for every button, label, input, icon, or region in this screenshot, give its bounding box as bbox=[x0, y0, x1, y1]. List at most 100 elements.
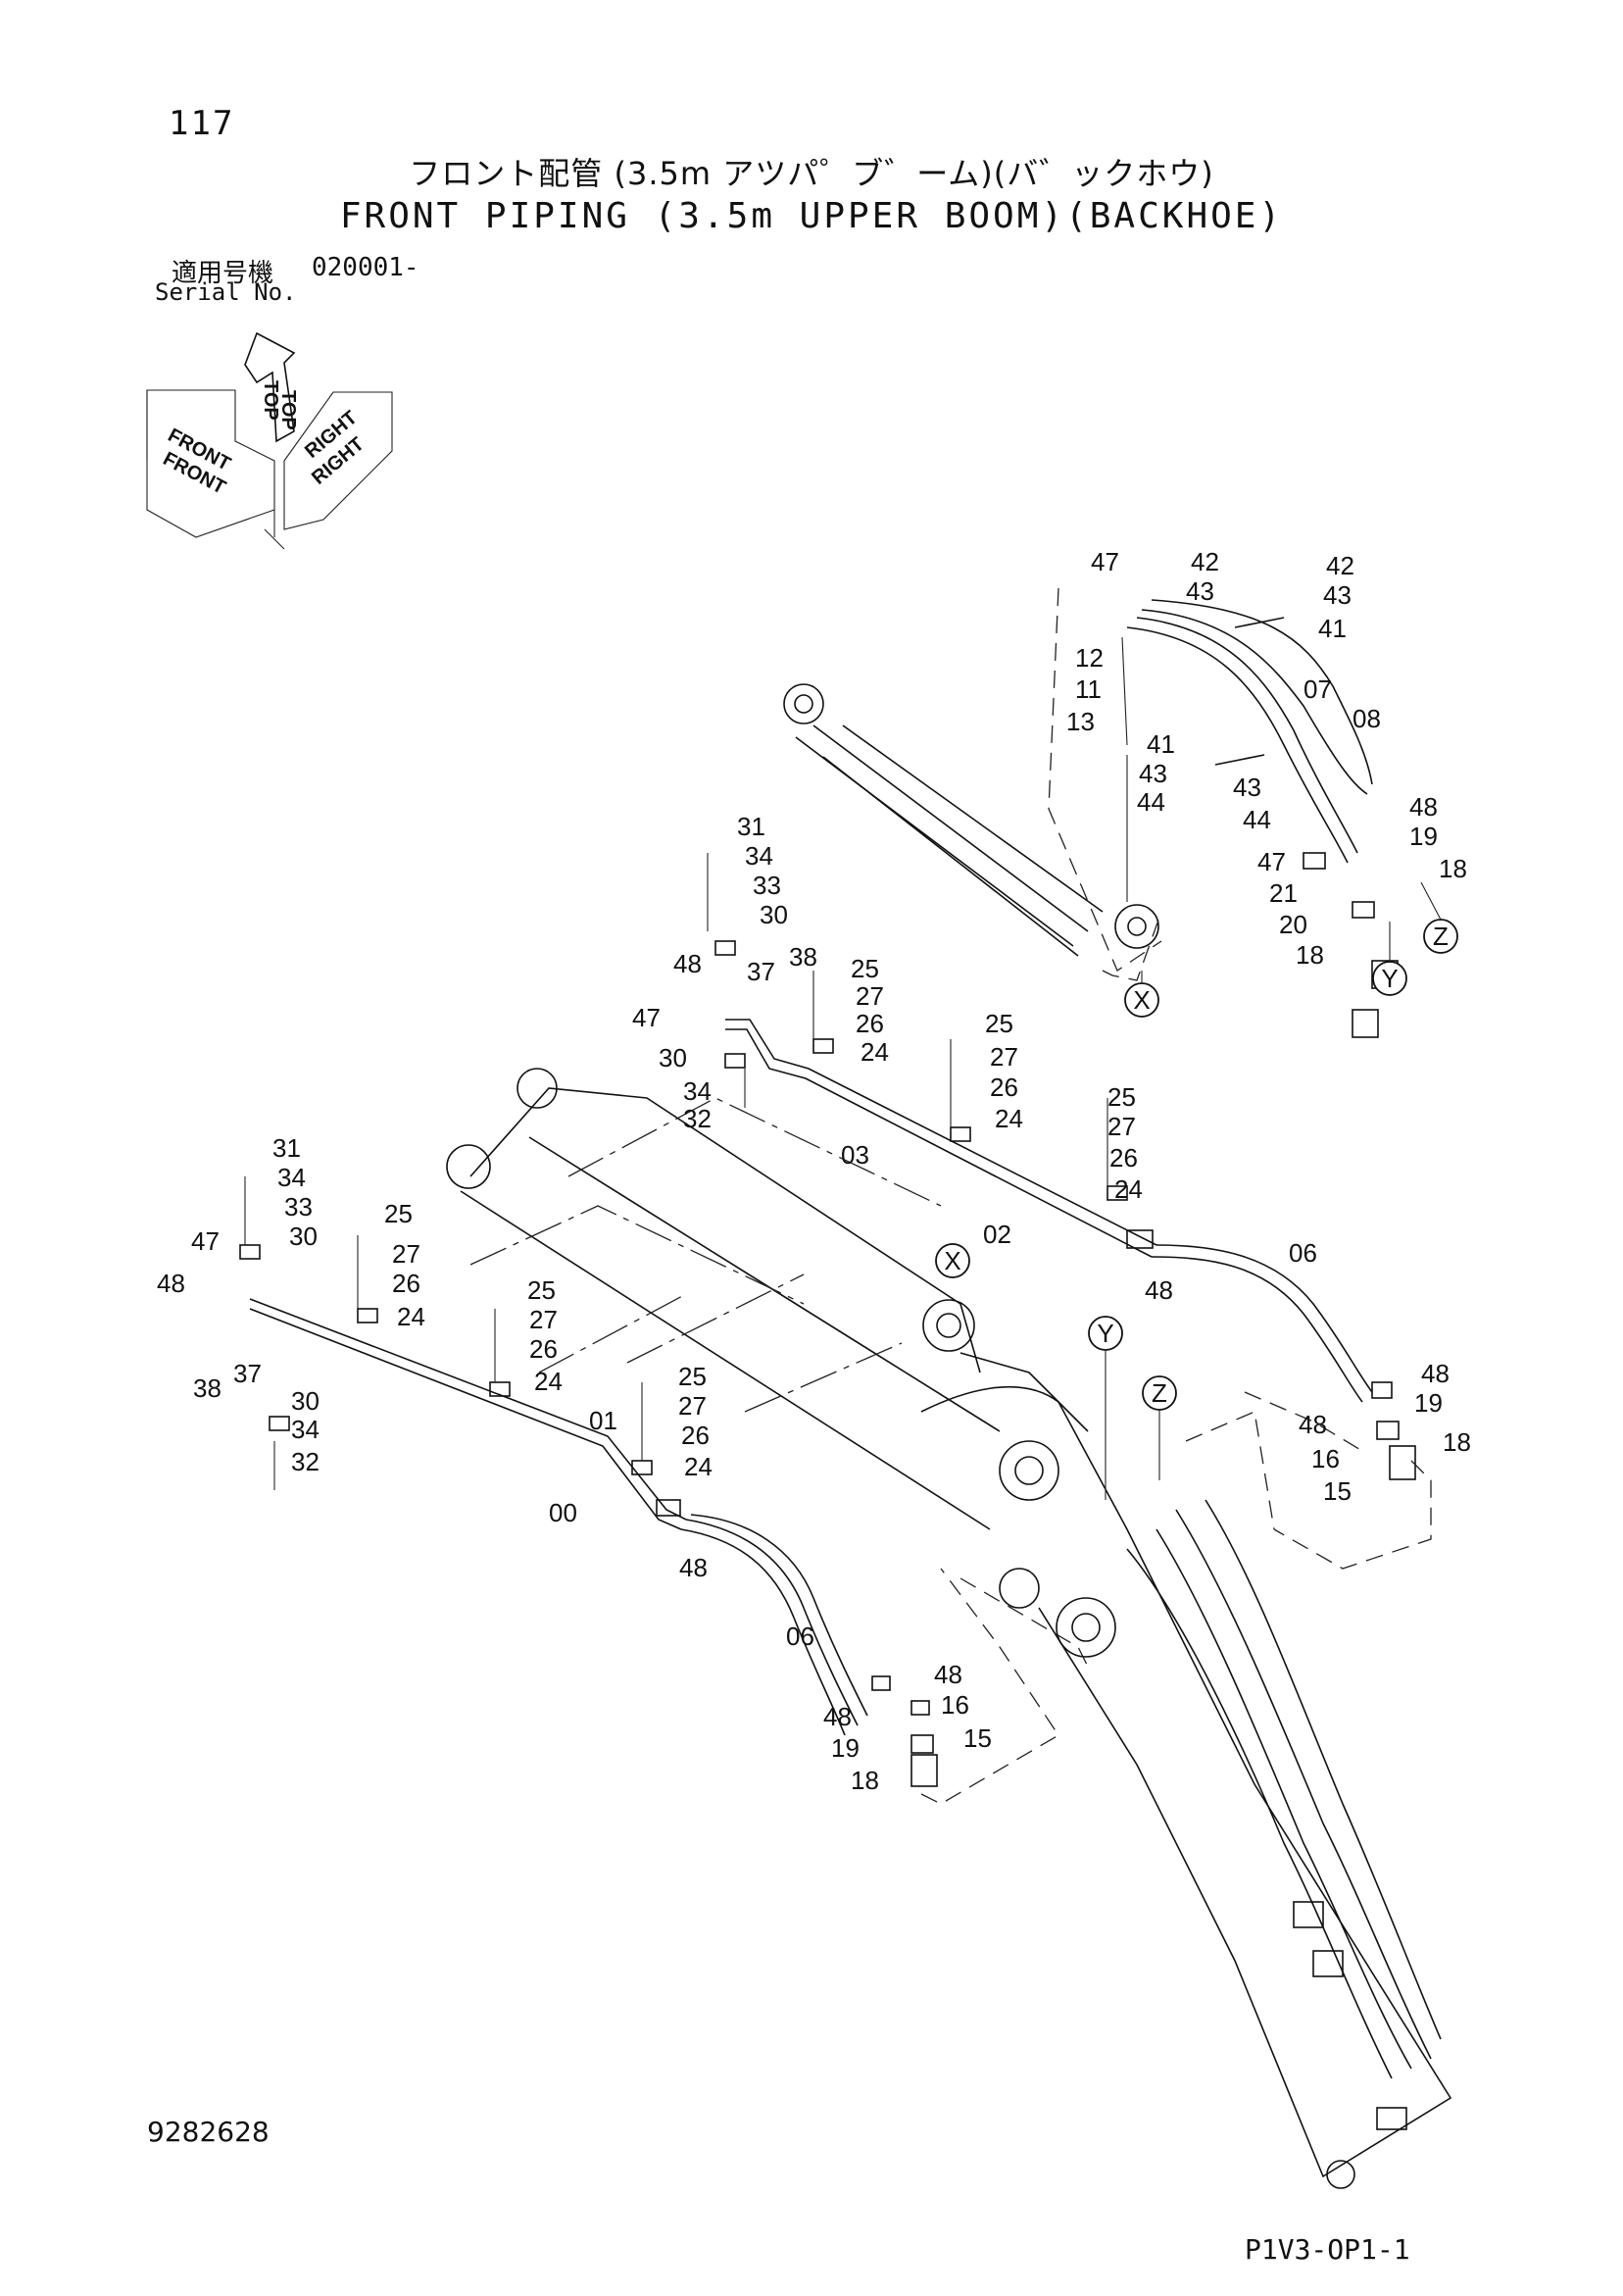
part-label: 20 bbox=[1279, 910, 1307, 939]
part-label: 31 bbox=[737, 812, 765, 841]
part-label: 15 bbox=[963, 1723, 992, 1753]
part-label: 48 bbox=[823, 1702, 852, 1731]
part-label: 07 bbox=[1303, 674, 1332, 704]
part-label: 18 bbox=[1439, 854, 1467, 883]
part-label: 27 bbox=[1107, 1112, 1136, 1141]
pipe-run-lower bbox=[249, 1298, 1059, 1805]
part-label: 26 bbox=[856, 1009, 884, 1038]
part-label: 48 bbox=[679, 1553, 708, 1582]
part-label: 32 bbox=[683, 1104, 712, 1133]
part-label: 03 bbox=[841, 1140, 869, 1170]
serial-label-english: Serial No. bbox=[155, 278, 297, 306]
part-label: 18 bbox=[1296, 940, 1324, 970]
arm-cylinder bbox=[783, 587, 1162, 981]
part-label: 24 bbox=[397, 1302, 425, 1331]
detail-ref-z-top: Z bbox=[1433, 922, 1449, 951]
part-label: 37 bbox=[233, 1359, 262, 1388]
detail-refs: X Y Z X Y Z bbox=[935, 881, 1458, 1500]
part-label: 41 bbox=[1147, 729, 1175, 759]
part-label: 34 bbox=[291, 1415, 320, 1444]
part-label: 06 bbox=[1289, 1238, 1317, 1268]
part-label: 24 bbox=[995, 1104, 1023, 1133]
detail-ref-y-boom: Y bbox=[1097, 1319, 1113, 1348]
part-label: 44 bbox=[1243, 805, 1271, 834]
part-label: 30 bbox=[659, 1043, 687, 1073]
part-label: 18 bbox=[1443, 1427, 1471, 1457]
part-label: 48 bbox=[1409, 792, 1438, 822]
part-label: 37 bbox=[747, 957, 775, 986]
part-label: 43 bbox=[1186, 576, 1214, 606]
pipe-run-upper bbox=[725, 1019, 1432, 1570]
part-label: 43 bbox=[1233, 773, 1261, 802]
part-label: 25 bbox=[678, 1362, 707, 1391]
detail-ref-x-boom: X bbox=[944, 1246, 960, 1275]
part-label: 25 bbox=[985, 1009, 1013, 1038]
part-label: 16 bbox=[1311, 1444, 1340, 1473]
part-label: 25 bbox=[527, 1275, 556, 1305]
part-label: 48 bbox=[673, 949, 702, 978]
part-label: 19 bbox=[831, 1733, 860, 1763]
part-label: 01 bbox=[589, 1406, 617, 1435]
boom-structure bbox=[446, 1068, 1452, 2189]
part-label: 47 bbox=[632, 1003, 661, 1032]
part-label: 25 bbox=[384, 1199, 413, 1228]
part-label: 31 bbox=[272, 1133, 301, 1163]
part-label: 02 bbox=[983, 1220, 1011, 1249]
document-number: 9282628 bbox=[147, 2116, 270, 2148]
part-label: 42 bbox=[1326, 551, 1354, 580]
part-labels: 47 42 43 42 43 41 12 11 13 07 08 41 43 4… bbox=[157, 547, 1471, 1795]
part-label: 27 bbox=[392, 1239, 420, 1269]
part-label: 30 bbox=[291, 1386, 320, 1416]
part-label: 33 bbox=[753, 871, 781, 900]
title-japanese: フロント配管 (3.5m アツパ゜ブ゛ーム)(バ゛ックホウ) bbox=[409, 155, 1214, 192]
part-label: 13 bbox=[1066, 707, 1095, 736]
part-label: 41 bbox=[1318, 614, 1347, 643]
part-label: 34 bbox=[745, 841, 773, 871]
part-label: 25 bbox=[1107, 1082, 1136, 1112]
part-label: 48 bbox=[1299, 1410, 1327, 1439]
part-label: 24 bbox=[1114, 1174, 1143, 1204]
orientation-top-label: TOP bbox=[260, 380, 281, 421]
part-label: 27 bbox=[678, 1391, 707, 1421]
serial-value: 020001- bbox=[312, 253, 419, 282]
part-label: 26 bbox=[529, 1334, 558, 1364]
part-label: 26 bbox=[1109, 1143, 1138, 1173]
detail-ref-z-boom: Z bbox=[1152, 1378, 1167, 1408]
detail-ref-x-top: X bbox=[1133, 985, 1150, 1015]
sheet-code: P1V3-OP1-1 bbox=[1245, 2233, 1410, 2266]
arm-pipes-group bbox=[1121, 599, 1399, 1038]
part-label: 15 bbox=[1323, 1476, 1352, 1506]
part-label: 18 bbox=[851, 1766, 879, 1795]
part-label: 38 bbox=[193, 1373, 221, 1403]
part-label: 24 bbox=[534, 1367, 563, 1396]
part-label: 08 bbox=[1352, 704, 1381, 733]
part-label: 38 bbox=[789, 942, 817, 972]
part-label: 34 bbox=[277, 1163, 306, 1192]
part-label: 24 bbox=[861, 1037, 889, 1067]
part-label: 33 bbox=[284, 1192, 313, 1222]
part-label: 00 bbox=[549, 1498, 577, 1527]
part-label: 43 bbox=[1323, 580, 1352, 610]
detail-ref-y-top: Y bbox=[1381, 964, 1398, 993]
part-label: 43 bbox=[1139, 759, 1167, 788]
part-label: 26 bbox=[681, 1421, 710, 1450]
title-english: FRONT PIPING (3.5m UPPER BOOM)(BACKHOE) bbox=[339, 196, 1284, 236]
orientation-indicator: TOP TOP FRONT FRONT RIGHT RIGHT bbox=[146, 331, 393, 550]
part-label: 48 bbox=[1145, 1275, 1173, 1305]
part-label: 30 bbox=[760, 900, 788, 929]
part-label: 06 bbox=[786, 1622, 814, 1651]
part-label: 42 bbox=[1191, 547, 1219, 576]
clamps bbox=[239, 853, 1128, 1490]
part-label: 27 bbox=[856, 981, 884, 1011]
orientation-top-label-2: TOP bbox=[277, 390, 299, 430]
part-label: 32 bbox=[291, 1447, 320, 1476]
part-label: 30 bbox=[289, 1222, 318, 1251]
part-label: 24 bbox=[684, 1452, 713, 1481]
part-label: 19 bbox=[1409, 822, 1438, 851]
part-label: 47 bbox=[191, 1226, 220, 1256]
part-label: 25 bbox=[851, 954, 879, 983]
serial-label-japanese: 適用号機 bbox=[172, 259, 274, 288]
part-label: 11 bbox=[1075, 674, 1102, 704]
part-label: 34 bbox=[683, 1076, 712, 1106]
